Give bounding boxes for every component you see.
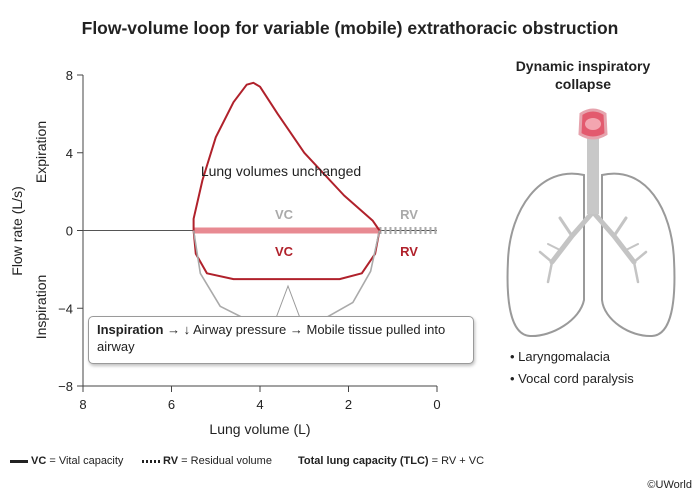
right-lung [506,172,585,338]
y-tick-label: 0 [66,224,73,239]
y-tick-label: −4 [58,301,73,316]
side-heading-line2: collapse [555,76,611,92]
flow-volume-plot: 8 4 0 −4 −8 8 6 4 2 0 [58,68,440,412]
lung-illustration [506,108,676,338]
expiration-label: Expiration [33,121,49,183]
cause-list: • Laryngomalacia • Vocal cord paralysis [510,346,634,390]
bronchial-tree [538,209,648,284]
left-lung [601,172,676,338]
larynx-highlight [585,118,601,130]
x-tick-label: 4 [256,397,263,412]
rv-normal-label: RV [400,207,418,222]
copyright: ©UWorld [647,479,692,491]
list-item: • Laryngomalacia [510,349,610,364]
rv-obstructed-label: RV [400,244,418,259]
callout-pointer [275,284,301,319]
inspiration-label: Inspiration [33,275,49,340]
x-tick-label: 2 [345,397,352,412]
x-tick-label: 6 [168,397,175,412]
lung-volumes-annotation: Lung volumes unchanged [201,163,361,179]
x-axis-label: Lung volume (L) [209,421,310,437]
y-tick-label: 4 [66,146,73,161]
vc-normal-label: VC [275,207,294,222]
vc-legend: VC = Vital capacity [10,455,123,467]
callout-text: → ↓ Airway pressure → Mobile tissue pull… [97,322,446,354]
x-tick-label: 0 [433,397,440,412]
vc-bar [193,227,380,234]
trachea [587,134,599,214]
y-axis-label: Flow rate (L/s) [9,186,25,275]
tlc-legend: Total lung capacity (TLC) = RV + VC [298,455,485,467]
side-heading-line1: Dynamic inspiratory [516,58,651,74]
y-tick-label: 8 [66,68,73,83]
y-tick-label: −8 [58,379,73,394]
figure-title: Flow-volume loop for variable (mobile) e… [82,18,619,38]
rv-legend: RV = Residual volume [142,455,272,467]
x-tick-label: 8 [79,397,86,412]
dashed-line-swatch [142,459,160,463]
obstructed-loop-line [192,81,381,281]
solid-line-swatch [10,459,28,463]
callout-bold: Inspiration [97,322,164,337]
vc-obstructed-label: VC [275,244,294,259]
list-item: • Vocal cord paralysis [510,371,634,386]
legend-footer: VC = Vital capacity RV = Residual volume… [10,455,550,473]
inspiration-callout: Inspiration → ↓ Airway pressure → Mobile… [88,316,474,364]
